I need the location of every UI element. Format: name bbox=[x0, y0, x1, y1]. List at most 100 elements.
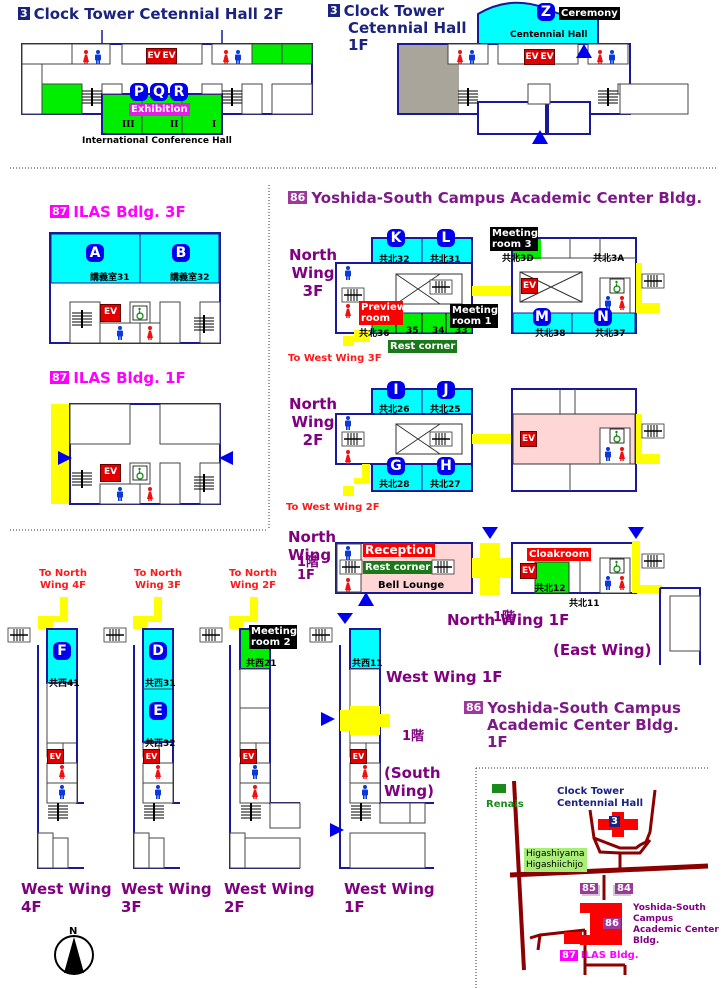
label-line: Yoshida-South bbox=[633, 903, 706, 913]
label-line: Academic Center bbox=[633, 925, 719, 935]
map-building-87-marker[interactable]: 87 bbox=[560, 950, 578, 961]
south-wing-label: (South Wing) bbox=[384, 764, 441, 800]
label-line: North bbox=[288, 246, 338, 264]
north-wing-3f-label: North Wing 3F bbox=[288, 246, 338, 300]
pin-E[interactable]: E bbox=[149, 702, 167, 720]
room-label: 共西41 bbox=[49, 679, 80, 689]
east-wing-label: (East Wing) bbox=[553, 641, 652, 659]
pin-B[interactable]: B bbox=[172, 244, 190, 262]
preview-room-label: Preview room bbox=[359, 301, 407, 325]
map-building-84-marker[interactable]: 84 bbox=[615, 883, 633, 894]
map-building-86-marker[interactable]: 86 bbox=[603, 918, 621, 929]
room-label: 33 bbox=[455, 326, 468, 336]
international-conference-hall-label: International Conference Hall bbox=[82, 136, 232, 146]
west-wing-1f-title: West Wing 1F bbox=[386, 668, 503, 686]
label-line: 1F bbox=[297, 568, 315, 583]
elevator-label: EV bbox=[100, 304, 121, 322]
room-label: 共北25 bbox=[430, 405, 461, 415]
pin-H[interactable]: H bbox=[437, 457, 455, 475]
room-label: 34 bbox=[432, 326, 445, 336]
ilas-map-text: ILAS Bldg. bbox=[580, 950, 639, 961]
north-wing-2f-label: North Wing 2F bbox=[288, 395, 338, 449]
pin-R[interactable]: R bbox=[170, 83, 188, 101]
pin-D[interactable]: D bbox=[149, 642, 167, 660]
room-I: I bbox=[212, 120, 217, 130]
room-label: 共北38 bbox=[535, 329, 566, 339]
pin-A[interactable]: A bbox=[86, 244, 104, 262]
label-line: North bbox=[288, 528, 337, 546]
room-lecture-31: 講義室31 bbox=[90, 273, 130, 283]
rest-corner-label: Rest corner bbox=[388, 340, 458, 353]
label-line: Wing bbox=[291, 413, 335, 431]
label-line: (South bbox=[384, 764, 441, 782]
pin-Z[interactable]: Z bbox=[537, 3, 555, 21]
floor-1-jp-label: 1階 bbox=[402, 729, 425, 744]
building-3-badge: 3 bbox=[18, 7, 30, 20]
building-87-badge: 87 bbox=[50, 205, 70, 218]
ilas-3f-title-text: ILAS Bdlg. 3F bbox=[73, 203, 186, 221]
label-line: Bldg. bbox=[633, 936, 660, 946]
pin-M[interactable]: M bbox=[533, 308, 551, 326]
room-lecture-32: 講義室32 bbox=[170, 273, 210, 283]
pin-K[interactable]: K bbox=[387, 229, 405, 247]
to-north-wing-4f-label: To North Wing 4F bbox=[39, 568, 87, 591]
building-3-badge: 3 bbox=[328, 4, 340, 17]
ilas-1f-plan bbox=[51, 403, 233, 505]
label-line: North bbox=[288, 395, 338, 413]
elevator-label: EV bbox=[524, 49, 540, 65]
elevator-label: EV bbox=[240, 749, 257, 764]
clock-tower-1f-plan bbox=[397, 1, 689, 144]
map-building-3-marker[interactable]: 3 bbox=[609, 816, 620, 827]
title-line: Yoshida-South Campus bbox=[487, 699, 681, 717]
label-line: 4F bbox=[21, 898, 42, 916]
room-label: 35 bbox=[406, 326, 419, 336]
title-line-2: Cetennial Hall bbox=[348, 19, 467, 37]
clock-tower-2f-plan bbox=[21, 30, 313, 135]
label-line: Clock Tower bbox=[557, 786, 625, 797]
label-line: West Wing bbox=[21, 880, 112, 898]
pin-F[interactable]: F bbox=[53, 642, 71, 660]
west-wing-1f-plan bbox=[309, 613, 434, 869]
renais-label: Renais bbox=[486, 799, 524, 810]
exhibition-label: Exhibition bbox=[129, 103, 190, 116]
label-line: West Wing bbox=[224, 880, 315, 898]
room-label: 共西31 bbox=[145, 679, 176, 689]
north-wing-1f-title: North Wing 1F bbox=[447, 611, 570, 629]
label-line: 3F bbox=[121, 898, 142, 916]
room-III: III bbox=[122, 120, 135, 130]
north-wing-1f-jp-overlay: 1階 bbox=[493, 610, 516, 625]
pin-L[interactable]: L bbox=[437, 229, 455, 247]
room-label: 共北36 bbox=[359, 329, 390, 339]
pin-I[interactable]: I bbox=[387, 381, 405, 399]
pin-Q[interactable]: Q bbox=[150, 83, 168, 101]
map-building-85-marker[interactable]: 85 bbox=[580, 883, 598, 894]
to-west-wing-3f-label: To West Wing 3F bbox=[288, 353, 382, 364]
compass-icon bbox=[54, 935, 94, 975]
pin-N[interactable]: N bbox=[594, 308, 612, 326]
pin-G[interactable]: G bbox=[387, 457, 405, 475]
label-line: Higashiyama bbox=[526, 849, 585, 859]
elevator-label: EV bbox=[539, 49, 555, 65]
room-label: 共北37 bbox=[595, 329, 626, 339]
to-north-wing-3f-label: To North Wing 3F bbox=[134, 568, 182, 591]
north-wing-2f-plan bbox=[335, 388, 665, 496]
pin-J[interactable]: J bbox=[437, 381, 455, 399]
room-label: 共西32 bbox=[145, 739, 176, 749]
rest-corner-label: Rest corner bbox=[363, 561, 433, 574]
pin-P[interactable]: P bbox=[130, 83, 148, 101]
room-label: 共北12 bbox=[535, 584, 566, 594]
clock-tower-2f-title-text: Clock Tower Cetennial Hall 2F bbox=[33, 5, 284, 23]
meeting-room-3-label: Meeting room 3 bbox=[490, 227, 539, 251]
to-west-wing-2f-label: To West Wing 2F bbox=[286, 502, 380, 513]
